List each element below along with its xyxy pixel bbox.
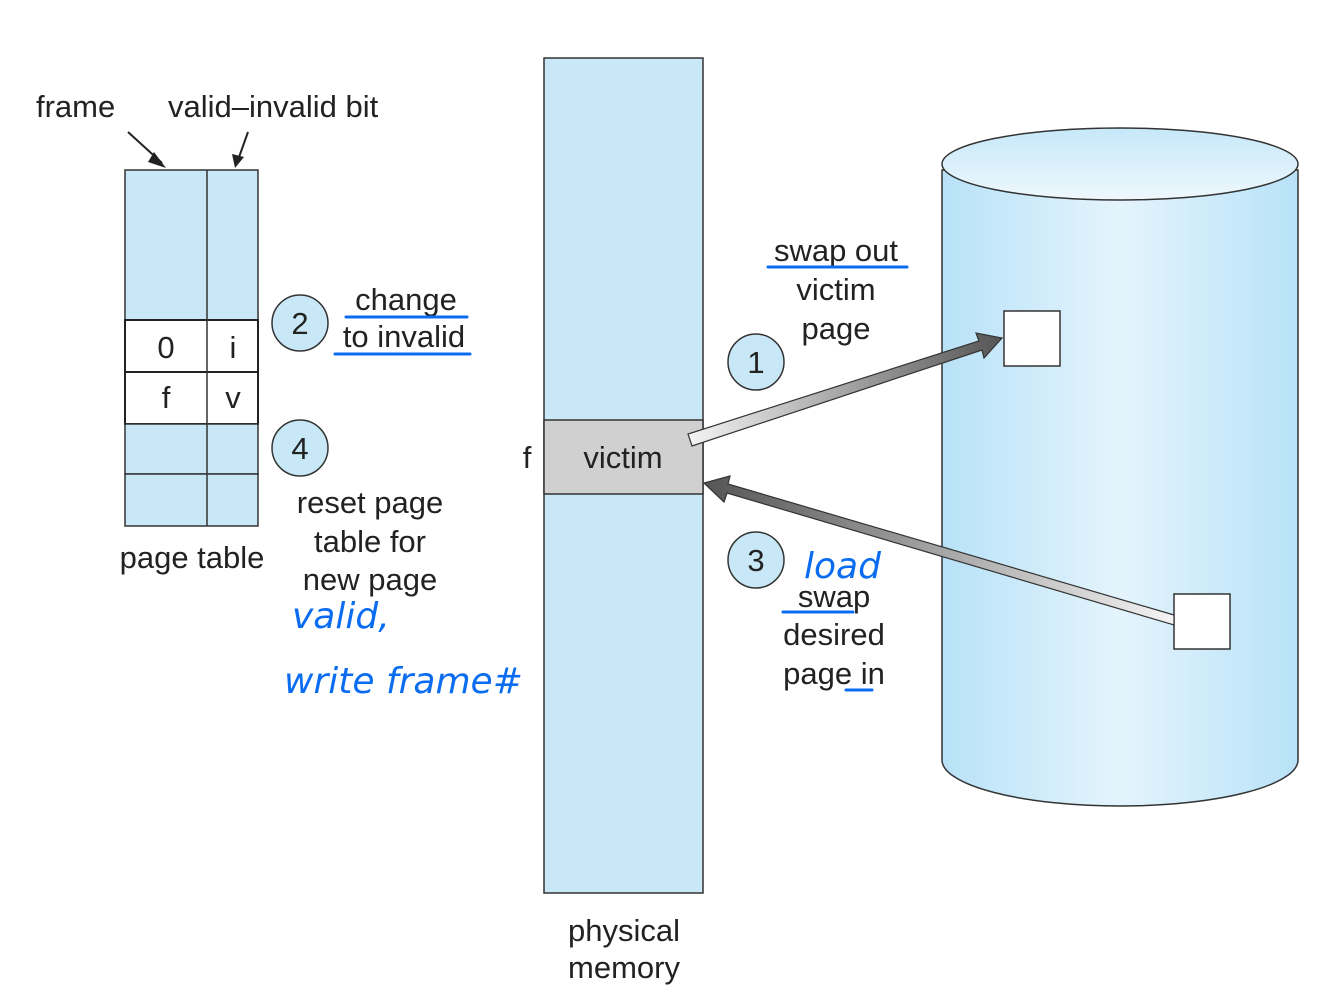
backing-store-disk <box>941 127 1299 807</box>
page-table-row <box>124 319 259 373</box>
step-3: 3 load swap desired page in <box>727 531 885 692</box>
step-3-line-1: swap <box>798 579 870 614</box>
step-number: 2 <box>291 306 308 341</box>
step-number: 1 <box>747 345 764 380</box>
step-1: 1 swap out victim page <box>727 233 909 391</box>
disk-victim-page-slot <box>1003 310 1061 367</box>
physical-memory: victim f physical memory <box>523 57 704 985</box>
step-number-badge <box>271 294 329 352</box>
step-number-badge <box>271 419 329 477</box>
valid-bit-pointer-arrow <box>237 131 249 161</box>
step-1-line-2: victim <box>796 272 875 307</box>
step-2: 2 change to invalid <box>271 282 472 356</box>
valid-bit-arrow-head-icon <box>232 154 244 168</box>
step-4-line-3: new page <box>303 562 437 597</box>
swap-out-arrow <box>687 332 1004 447</box>
page-table-frame-cell: f <box>162 380 171 415</box>
disk-desired-page-slot <box>1173 593 1231 650</box>
disk-top <box>941 127 1299 201</box>
physical-memory-caption-2: memory <box>568 950 680 985</box>
step-2-line-2: to invalid <box>343 319 465 354</box>
step-4: 4 reset page table for new page valid, w… <box>271 419 523 702</box>
page-table-row-empty <box>124 169 259 321</box>
valid-invalid-bit-label: valid–invalid bit <box>168 89 379 124</box>
step-2-line-1: change <box>355 282 457 317</box>
page-table-row-empty <box>124 423 259 475</box>
step-number-badge <box>727 333 785 391</box>
step-number: 4 <box>291 431 308 466</box>
step-number: 3 <box>747 543 764 578</box>
disk-body <box>941 169 1299 807</box>
page-table-caption: page table <box>120 540 265 575</box>
handwritten-note-write-frame: write frame# <box>284 661 523 702</box>
step-4-line-2: table for <box>314 524 426 559</box>
page-table-frame-cell: 0 <box>157 330 174 365</box>
swap-out-arrow-shape <box>687 332 1004 447</box>
physical-memory-caption-1: physical <box>568 913 680 948</box>
step-1-line-1: swap out <box>774 233 898 268</box>
step-number-badge <box>727 531 785 589</box>
page-table: frame valid–invalid bit 0 i f v page tab… <box>36 89 379 575</box>
step-3-line-3: page in <box>783 656 885 691</box>
page-table-bit-cell: i <box>230 330 237 365</box>
page-table-bit-cell: v <box>225 380 241 415</box>
handwritten-note-valid: valid, <box>292 596 390 637</box>
step-1-line-3: page <box>802 311 871 346</box>
step-3-line-2: desired <box>783 617 885 652</box>
swap-in-arrow <box>702 475 1175 626</box>
frame-arrow-head-icon <box>148 152 166 168</box>
victim-frame <box>543 419 704 495</box>
frame-column-label: frame <box>36 89 115 124</box>
swap-in-arrow-shape <box>702 475 1175 626</box>
step-4-line-1: reset page <box>297 485 444 520</box>
page-table-row-empty <box>124 473 259 527</box>
handwritten-note-load: load <box>804 546 882 587</box>
frame-f-label: f <box>523 440 532 475</box>
victim-label: victim <box>583 440 662 475</box>
